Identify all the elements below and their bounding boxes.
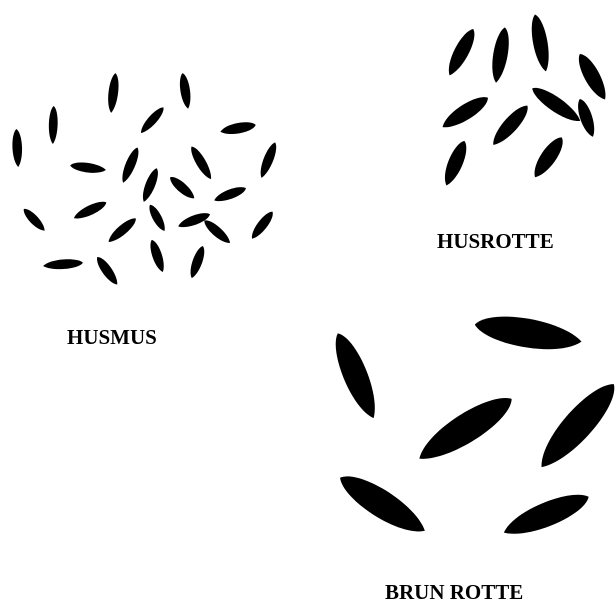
brun-rotte-dropping [411,387,520,470]
husmus-dropping [105,215,139,245]
husmus-dropping [72,198,109,222]
husrotte-dropping [573,50,611,103]
husrotte-dropping [528,13,552,73]
husmus-dropping [178,72,192,109]
husrotte-dropping [528,133,568,181]
husrotte-dropping [439,138,471,188]
husmus-dropping [21,206,48,234]
husmus-dropping [94,254,121,287]
husmus-dropping [188,144,215,182]
brun-rotte-dropping [327,329,384,423]
husmus-dropping [138,105,167,136]
husmus-dropping [257,141,280,180]
husmus-dropping [48,106,58,144]
husmus-dropping [212,184,247,205]
husrotte-dropping [488,26,512,84]
brun-rotte-dropping [472,310,583,357]
husmus-dropping [70,161,107,175]
husrotte-dropping [443,26,480,79]
husrotte-dropping [488,101,533,149]
husmus-dropping [187,244,208,279]
brun-rotte-dropping [499,486,593,543]
husmus-dropping [118,146,142,185]
husmus-dropping [176,210,211,231]
husmus-dropping [167,174,197,203]
husmus-droppings-cluster [12,72,280,287]
husmus-dropping [201,217,233,247]
husmus-label: HUSMUS [67,327,157,348]
brun-rotte-label: BRUN ROTTE [385,582,523,603]
brun-rotte-dropping [333,466,432,543]
husmus-dropping [248,209,276,242]
husmus-dropping [106,73,120,114]
husmus-dropping [43,258,84,270]
husrotte-dropping [438,92,492,133]
husmus-dropping [219,120,256,136]
husmus-dropping [139,167,161,204]
husrotte-droppings-cluster [438,13,611,188]
husmus-dropping [147,238,167,273]
husrotte-dropping [528,82,584,127]
husmus-dropping [12,129,23,167]
brun-rotte-droppings-cluster [327,310,616,543]
husmus-dropping [146,203,168,234]
husrotte-label: HUSROTTE [437,231,554,252]
brun-rotte-dropping [530,375,616,476]
